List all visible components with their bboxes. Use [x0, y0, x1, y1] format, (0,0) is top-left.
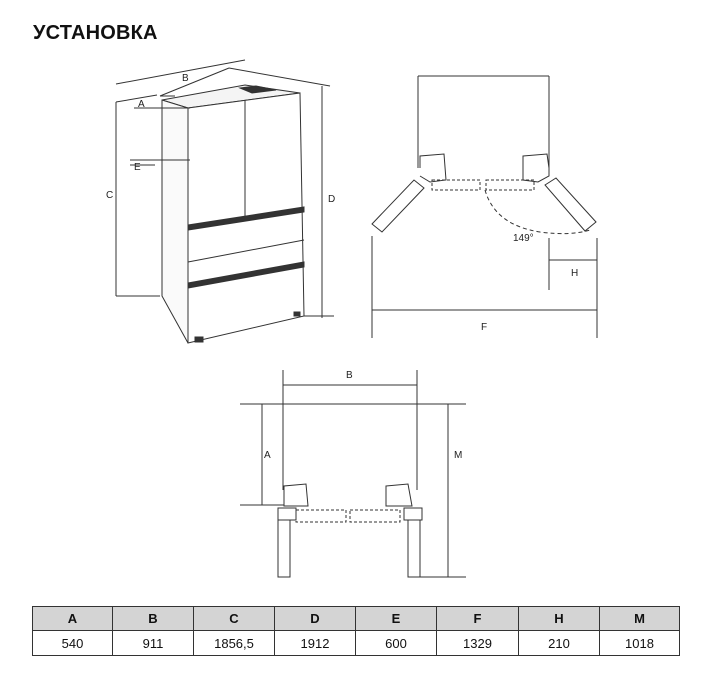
dim-label-m: M — [454, 450, 462, 461]
table-row: 540 911 1856,5 1912 600 1329 210 1018 — [32, 630, 680, 656]
cell-b: 911 — [112, 630, 194, 656]
col-header-c: C — [193, 606, 275, 631]
top-view-doors-open — [371, 75, 598, 338]
dimensions-table: A B C D E F H M 540 911 1856,5 1912 600 … — [32, 606, 680, 656]
col-header-d: D — [274, 606, 356, 631]
col-header-e: E — [355, 606, 437, 631]
dim-label-c: C — [106, 190, 113, 201]
col-header-a: A — [32, 606, 113, 631]
cell-e: 600 — [355, 630, 437, 656]
top-view-doors-closed — [240, 370, 466, 578]
dim-label-a2: A — [264, 450, 271, 461]
installation-diagram: B A C E D 149° H F — [106, 59, 598, 578]
dim-label-d: D — [328, 194, 335, 205]
cell-c: 1856,5 — [193, 630, 275, 656]
dim-label-h: H — [571, 268, 578, 279]
fridge-perspective-drawing — [115, 59, 334, 344]
cell-f: 1329 — [436, 630, 519, 656]
dim-label-b2: B — [346, 370, 353, 381]
col-header-h: H — [518, 606, 600, 631]
col-header-b: B — [112, 606, 194, 631]
cell-h: 210 — [518, 630, 600, 656]
dim-label-b: B — [182, 73, 189, 84]
cell-m: 1018 — [599, 630, 680, 656]
col-header-m: M — [599, 606, 680, 631]
dim-label-a: A — [138, 99, 145, 110]
page-title: УСТАНОВКА — [33, 22, 158, 44]
cell-d: 1912 — [274, 630, 356, 656]
table-header-row: A B C D E F H M — [32, 606, 680, 631]
angle-label-149: 149° — [513, 233, 534, 244]
dim-label-f: F — [481, 322, 487, 333]
col-header-f: F — [436, 606, 519, 631]
dim-label-e: E — [134, 162, 141, 173]
cell-a: 540 — [32, 630, 113, 656]
